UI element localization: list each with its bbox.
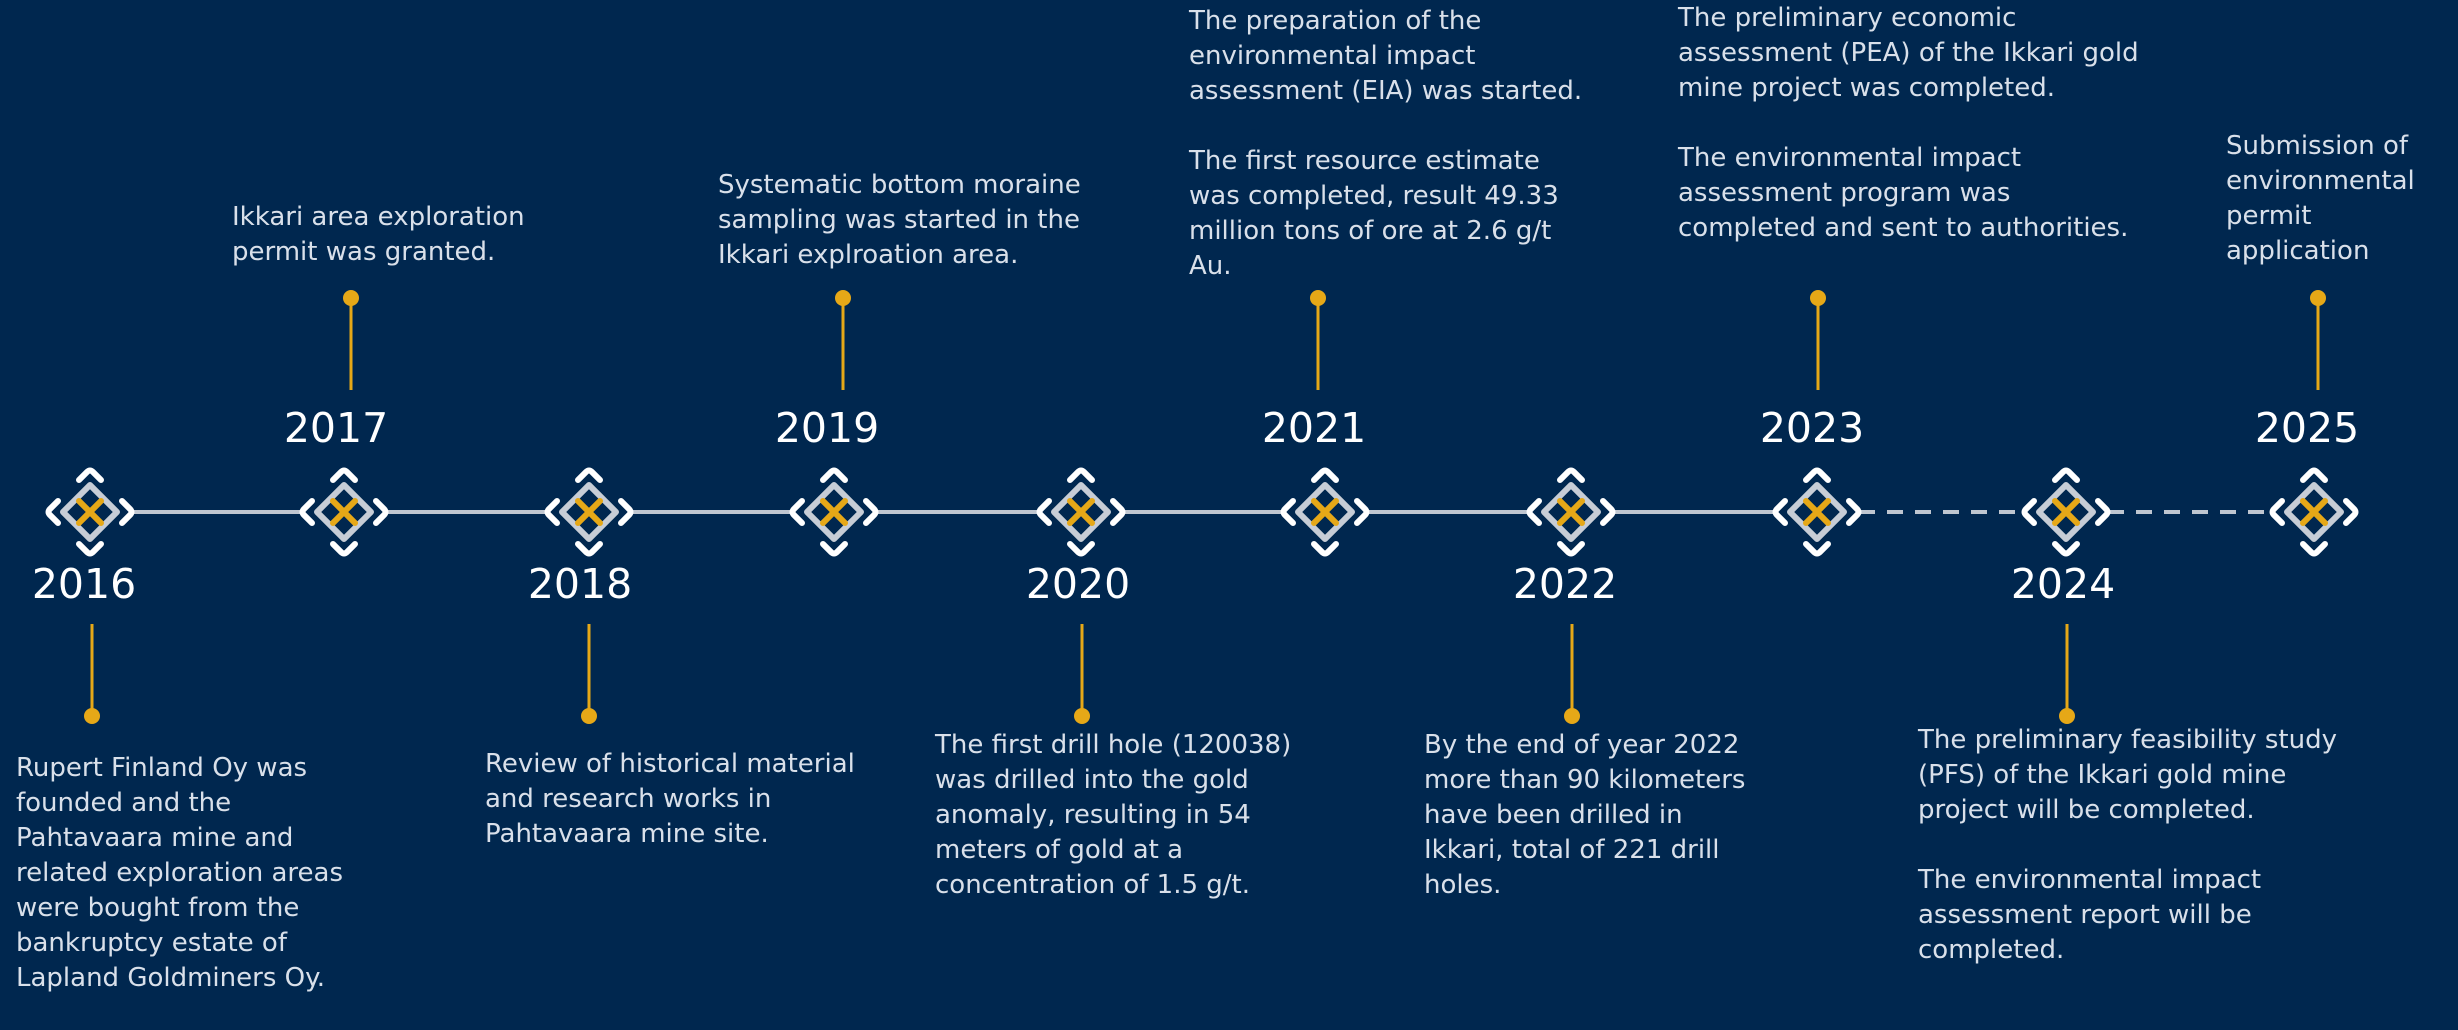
diamond-x-icon (1776, 471, 1859, 554)
event-text: The preliminary economic assessment (PEA… (1678, 3, 2139, 103)
event-text: Systematic bottom moraine sampling was s… (718, 170, 1081, 270)
diamond-x-icon (303, 471, 386, 554)
event-description-2024: The preliminary feasibility study (PFS) … (1918, 723, 2338, 968)
event-text: Ikkari area exploration permit was grant… (232, 202, 525, 267)
event-text: The preparation of the environmental imp… (1189, 6, 1583, 106)
event-text: The first resource estimate was complete… (1189, 146, 1559, 281)
event-description-2025: Submission of environmental permit appli… (2226, 129, 2441, 269)
diamond-x-icon (1284, 471, 1367, 554)
connector-dot (835, 290, 851, 306)
diamond-x-icon (1040, 471, 1123, 554)
year-label-2024: 2024 (2011, 560, 2115, 608)
event-description-2021: The preparation of the environmental imp… (1189, 4, 1594, 284)
year-label-2018: 2018 (528, 560, 632, 608)
diamond-x-icon (2273, 471, 2356, 554)
event-description-2023: The preliminary economic assessment (PEA… (1678, 1, 2148, 246)
event-text: The environmental impact assessment repo… (1918, 865, 2262, 965)
year-label-2017: 2017 (284, 404, 388, 452)
connector-dot (343, 290, 359, 306)
event-description-2022: By the end of year 2022 more than 90 kil… (1424, 728, 1754, 903)
event-text: The preliminary feasibility study (PFS) … (1918, 725, 2337, 825)
connector-dot (1310, 290, 1326, 306)
year-label-2021: 2021 (1262, 404, 1366, 452)
event-description-2017: Ikkari area exploration permit was grant… (232, 200, 562, 270)
connector-dot (2059, 708, 2075, 724)
event-text: The first drill hole (120038) was drille… (935, 730, 1292, 900)
year-label-2022: 2022 (1513, 560, 1617, 608)
diamond-x-icon (793, 471, 876, 554)
connector-dot (2310, 290, 2326, 306)
event-description-2020: The first drill hole (120038) was drille… (935, 728, 1295, 903)
year-label-2023: 2023 (1760, 404, 1864, 452)
event-text: Rupert Finland Oy was founded and the Pa… (16, 753, 344, 993)
event-text: The environmental impact assessment prog… (1678, 143, 2129, 243)
diamond-x-icon (49, 471, 132, 554)
event-description-2019: Systematic bottom moraine sampling was s… (718, 168, 1138, 273)
diamond-x-icon (1530, 471, 1613, 554)
connector-dot (84, 708, 100, 724)
year-label-2020: 2020 (1026, 560, 1130, 608)
connector-dot (1810, 290, 1826, 306)
event-text: By the end of year 2022 more than 90 kil… (1424, 730, 1746, 900)
diamond-x-icon (548, 471, 631, 554)
diamond-x-icon (2025, 471, 2108, 554)
event-description-2018: Review of historical material and resear… (485, 747, 865, 852)
connector-dot (1074, 708, 1090, 724)
year-label-2019: 2019 (775, 404, 879, 452)
event-text: Submission of environmental permit appli… (2226, 131, 2415, 266)
event-text: Review of historical material and resear… (485, 749, 855, 849)
connector-dot (581, 708, 597, 724)
year-label-2025: 2025 (2255, 404, 2359, 452)
connector-dot (1564, 708, 1580, 724)
year-label-2016: 2016 (32, 560, 136, 608)
event-description-2016: Rupert Finland Oy was founded and the Pa… (16, 751, 361, 996)
